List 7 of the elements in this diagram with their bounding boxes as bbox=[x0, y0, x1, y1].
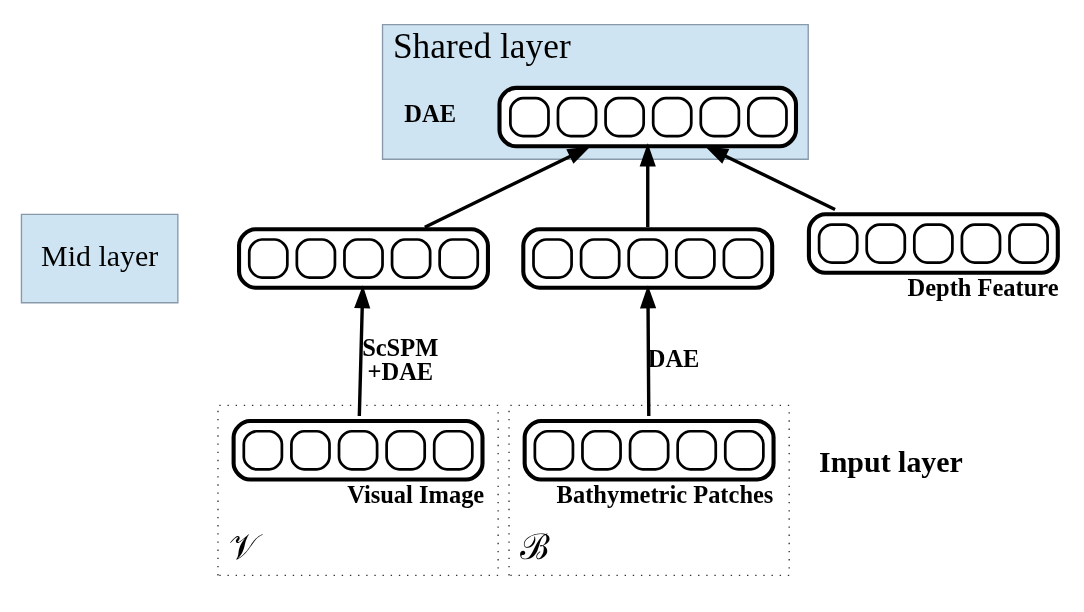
node-label: DAE bbox=[404, 99, 456, 127]
edge-label: DAE bbox=[647, 344, 700, 372]
node-label: Depth Feature bbox=[907, 273, 1059, 301]
edge-label: ScSPM +DAE bbox=[362, 333, 439, 386]
node-label: Bathymetric Patches bbox=[556, 480, 774, 508]
label: Input layer bbox=[819, 444, 963, 478]
node-label: Visual Image bbox=[347, 480, 485, 508]
